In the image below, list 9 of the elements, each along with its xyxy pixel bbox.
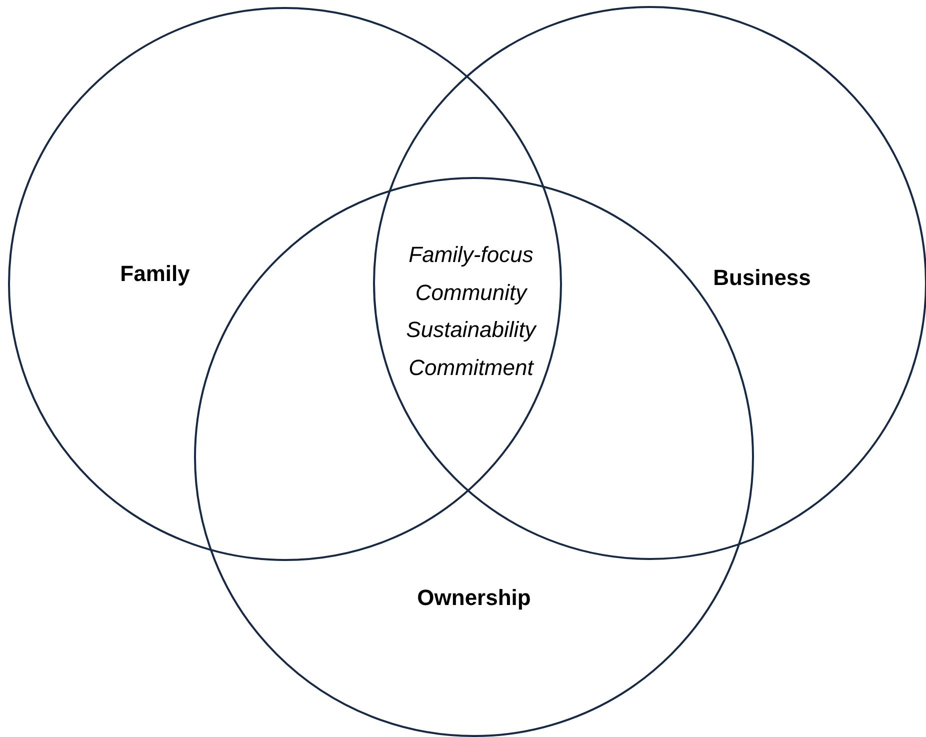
venn-circle [8, 7, 562, 561]
circle-label: Ownership [417, 585, 531, 611]
circle-label: Family [120, 261, 190, 287]
intersection-label: Family-focus [408, 242, 534, 268]
intersection-label: Community [415, 280, 527, 306]
circle-label: Business [713, 265, 811, 291]
venn-circle [373, 6, 926, 560]
intersection-label: Sustainability [406, 317, 536, 344]
intersection-label: Commitment [408, 355, 534, 382]
